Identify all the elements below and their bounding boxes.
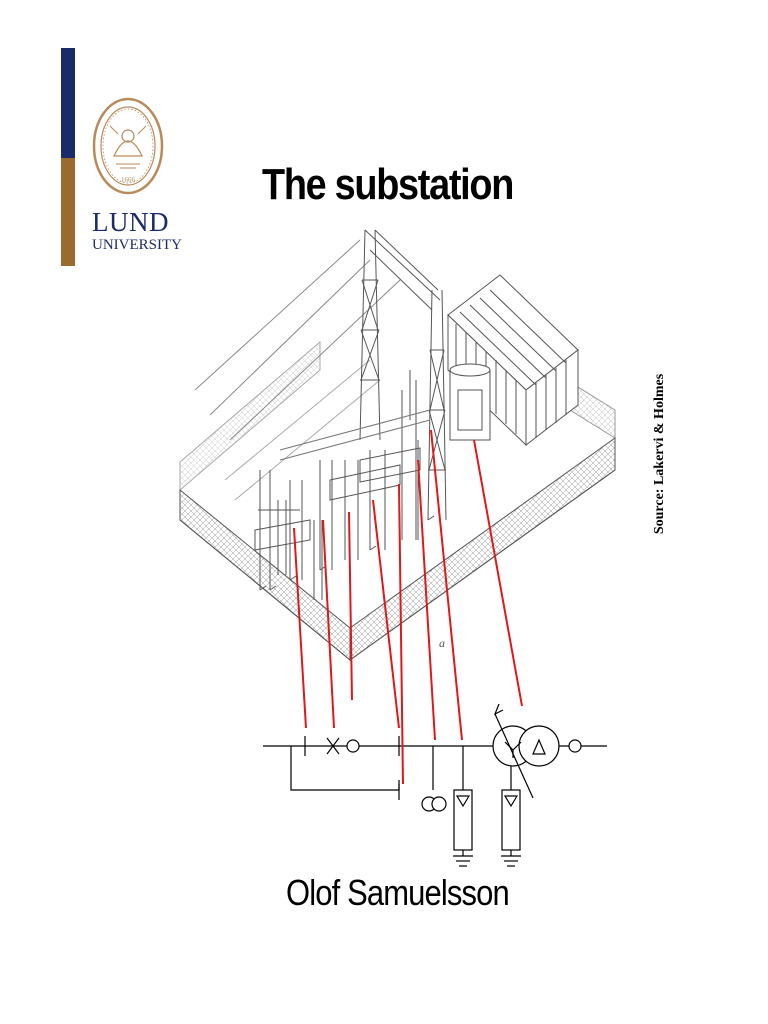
author-name: Olof Samuelsson	[286, 872, 510, 913]
current-transformer-symbol	[346, 739, 360, 753]
university-seal-icon: 1666	[92, 97, 164, 195]
circuit-breaker-symbol	[326, 737, 340, 755]
surge-arrester-symbol-2	[501, 766, 521, 856]
voltage-transformer-symbol	[421, 796, 447, 812]
slide-title: The substation	[262, 160, 514, 209]
wordmark-lund: LUND	[92, 207, 169, 237]
seal-year: 1666	[121, 176, 136, 184]
wordmark-university: UNIVERSITY	[92, 237, 182, 253]
bypass-loop	[290, 746, 400, 791]
single-line-diagram	[263, 703, 607, 867]
accent-bar-blue	[61, 48, 75, 158]
accent-bar-bronze	[61, 158, 75, 266]
current-transformer-symbol-2	[568, 739, 582, 753]
source-credit: Source: Lakervi & Holmes	[652, 373, 667, 535]
substation-isometric-drawing	[179, 229, 616, 662]
ground-symbol	[453, 855, 473, 867]
figure-label: a	[439, 636, 445, 650]
university-wordmark: LUND UNIVERSITY	[92, 207, 182, 254]
ground-symbol-2	[501, 855, 521, 867]
surge-arrester-symbol	[453, 746, 473, 856]
power-transformer-symbol	[492, 703, 560, 799]
